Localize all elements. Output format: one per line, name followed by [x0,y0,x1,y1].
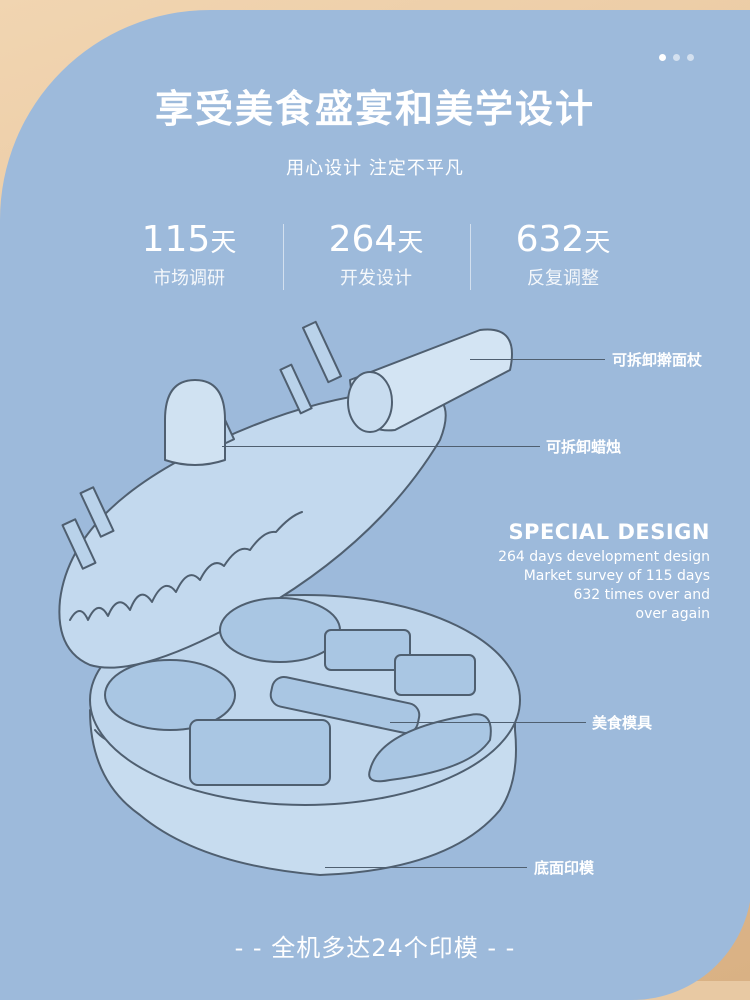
mold-bacon [324,629,411,671]
stat-unit: 天 [210,228,237,258]
mold-tray [189,719,331,786]
lid [58,389,447,669]
stat-divider [470,224,471,290]
mold-waffle [219,597,341,663]
leader-line [222,446,540,447]
stat-development: 264天 开发设计 [283,218,469,290]
stat-number: 264 [328,219,398,260]
carousel-dots[interactable] [659,54,694,61]
content-panel: 享受美食盛宴和美学设计 用心设计 注定不平凡 115天 市场调研 264天 开发… [0,10,750,1000]
callout-bottom-stamp: 底面印模 [534,859,595,877]
cupcake-topper [164,379,226,466]
candle [61,518,97,570]
page-subtitle: 用心设计 注定不平凡 [286,158,464,179]
leader-line [325,867,527,868]
lid-frosting [69,511,303,621]
callout-candles: 可拆卸蜡烛 [546,438,622,456]
carousel-dot-active[interactable] [659,54,666,61]
callout-rolling-pin: 可拆卸擀面杖 [612,351,703,369]
special-heading: SPECIAL DESIGN [508,520,710,544]
mold-stick [269,675,421,735]
stat-divider [283,224,284,290]
candle [279,363,313,415]
page-title: 享受美食盛宴和美学设计 [154,87,595,131]
special-design-block: SPECIAL DESIGN 264 days development desi… [460,520,710,624]
mold-cookie [104,659,236,731]
cake-mold-illustration [58,320,521,876]
candle [79,486,115,538]
stat-label: 反复调整 [527,268,599,289]
stat-label: 开发设计 [340,268,412,289]
stat-unit: 天 [397,228,424,258]
carousel-dot[interactable] [687,54,694,61]
stat-adjustment: 632天 反复调整 [470,218,656,290]
special-body: 264 days development design Market surve… [498,549,710,622]
footer-tagline: - - 全机多达24个印模 - - [234,934,516,962]
stats-row: 115天 市场调研 264天 开发设计 632天 反复调整 [96,218,656,293]
leader-line [470,359,605,360]
carousel-dot[interactable] [673,54,680,61]
stat-label: 市场调研 [153,268,225,289]
mold-bacon [394,654,476,696]
stat-market-research: 115天 市场调研 [96,218,282,290]
callout-food-molds: 美食模具 [592,714,653,732]
stat-unit: 天 [584,228,611,258]
mold-sausage [368,713,492,783]
leader-line [390,722,586,723]
stat-number: 115 [141,219,211,260]
stat-number: 632 [515,219,585,260]
candle [301,320,343,384]
